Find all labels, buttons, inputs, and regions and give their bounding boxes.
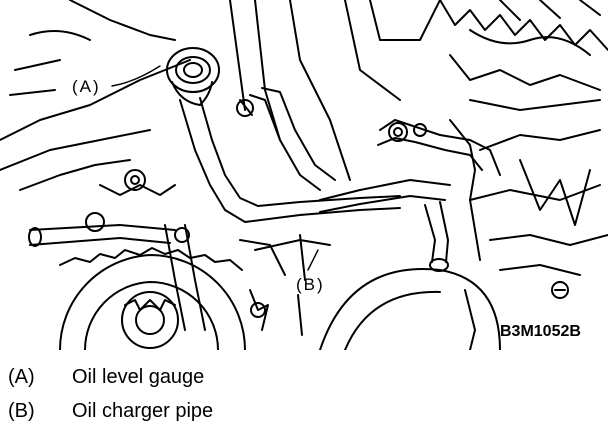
legend-description: Oil level gauge <box>72 366 205 388</box>
callout-a-label: (A) <box>72 77 101 96</box>
upper-housing <box>229 0 608 181</box>
engine-block-right <box>449 119 608 299</box>
figure-code: B3M1052B <box>500 323 581 340</box>
engine-diagram: (A) (B) B3M1052B <box>0 0 608 350</box>
lower-components <box>239 239 501 350</box>
legend: (A) Oil level gauge (B) Oil charger pipe <box>8 366 568 434</box>
legend-row: (B) Oil charger pipe <box>8 400 568 434</box>
legend-row: (A) Oil level gauge <box>8 366 568 400</box>
engine-casting <box>0 0 191 196</box>
oil-level-gauge <box>166 47 401 223</box>
legend-key: (A) <box>8 366 35 388</box>
legend-key: (B) <box>8 400 35 422</box>
callout-b-leader <box>307 249 319 271</box>
timing-pulley <box>28 212 246 350</box>
callout-b-label: (B) <box>296 275 325 294</box>
callout-a-leader <box>111 65 161 87</box>
oil-charger-pipe <box>297 119 501 336</box>
legend-description: Oil charger pipe <box>72 400 214 422</box>
